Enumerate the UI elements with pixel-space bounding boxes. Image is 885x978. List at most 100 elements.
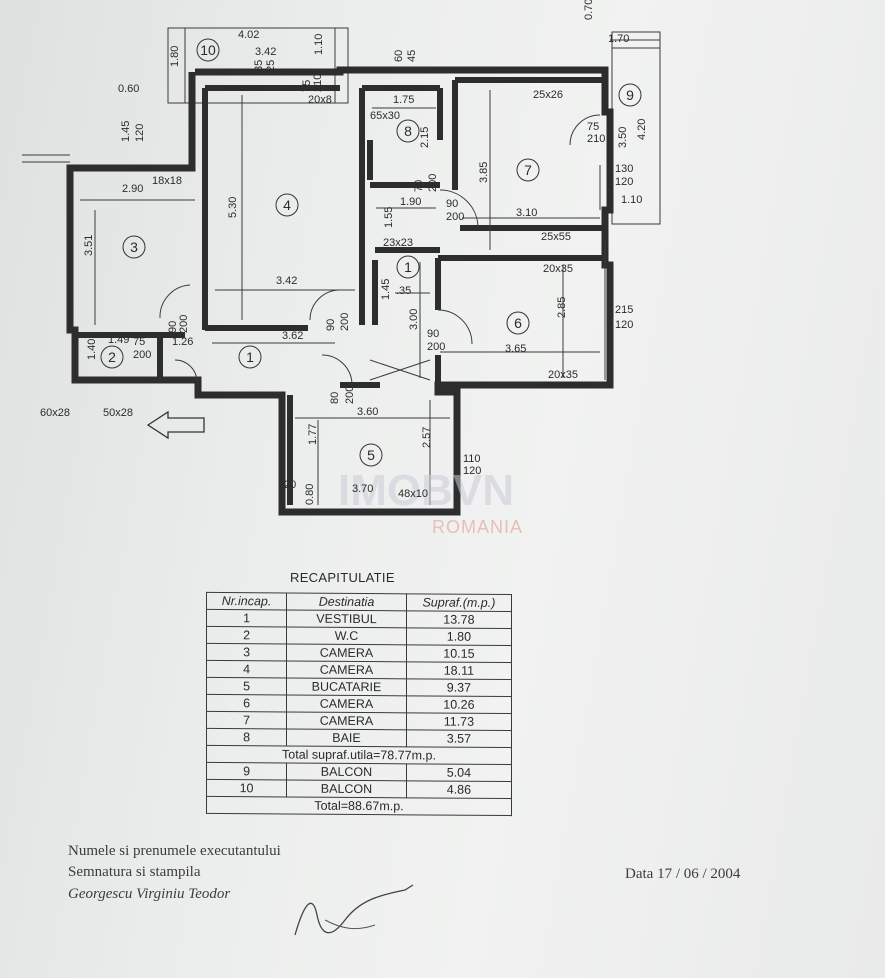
dimension-label: 3.85 — [478, 162, 490, 183]
dimension-label: 1.26 — [172, 336, 193, 348]
room-number-10: 10 — [200, 42, 216, 58]
dimension-label: 3.42 — [255, 46, 276, 58]
table-cell: 8 — [206, 728, 287, 746]
door-swings — [159, 114, 601, 386]
room-circle-11 — [396, 255, 420, 279]
room-number-3: 3 — [130, 239, 138, 255]
dimension-label: 1.10 — [313, 34, 325, 55]
dimension-label: 1.40 — [86, 339, 98, 360]
room-number-6: 6 — [514, 315, 522, 331]
dimension-label: 2.85 — [556, 297, 568, 318]
room-number-11: 1 — [404, 259, 412, 275]
document-date: Data 17 / 06 / 2004 — [625, 866, 741, 882]
table-cell: CAMERA — [286, 711, 407, 730]
dimension-label: 1.49 — [108, 334, 129, 346]
table-cell: 9 — [206, 762, 287, 780]
room-number-2: 2 — [108, 349, 116, 365]
room-number-1: 1 — [246, 349, 254, 365]
dimension-label: 200 — [178, 315, 190, 333]
room-number-8: 8 — [404, 123, 412, 139]
table-cell: 2 — [206, 626, 287, 644]
table-cell: 10.15 — [406, 644, 512, 663]
dimension-label: 4.20 — [636, 119, 648, 140]
dimension-label: 45 — [406, 50, 418, 62]
dimension-label: 50x28 — [103, 407, 133, 419]
table-cell: 5.04 — [406, 763, 512, 782]
dimension-label: 200 — [446, 211, 464, 223]
dimension-label: 3.60 — [357, 406, 378, 418]
dimension-label: 90 — [446, 198, 458, 210]
room-number-9: 9 — [626, 87, 634, 103]
dimension-label: 1.10 — [621, 194, 642, 206]
room-number-4: 4 — [283, 197, 291, 213]
table-cell: 3.57 — [406, 729, 512, 748]
room-circle-10 — [196, 38, 220, 62]
col-header: Destinatia — [286, 592, 407, 611]
room-number-7: 7 — [524, 162, 532, 178]
room-circle-3 — [122, 235, 146, 259]
table-cell: BALCON — [286, 779, 407, 798]
table-cell: 1 — [206, 609, 287, 627]
recap-title: RECAPITULATIE — [290, 570, 395, 585]
table-cell: 11.73 — [406, 712, 512, 731]
dimension-label: 75 — [301, 80, 313, 92]
watermark-logo: IMOBVN — [338, 466, 514, 515]
dimension-lines — [22, 39, 660, 505]
dimension-label: 3.70 — [352, 483, 373, 495]
dimension-label: 90 — [167, 321, 179, 333]
dimension-label: 80 — [329, 392, 341, 404]
dimension-label: 2.57 — [421, 427, 433, 448]
room-circle-8 — [396, 119, 420, 143]
interior-walls — [75, 77, 605, 505]
dimension-label: 0.70 — [583, 0, 595, 20]
dimension-label: 48x10 — [398, 488, 428, 500]
dimension-label: 20x8 — [308, 94, 332, 106]
dimension-label: 20x35 — [548, 369, 578, 381]
room-labels: 1 2 3 45 6 7 8 9 10 1 — [100, 38, 642, 467]
dimension-label: 130 — [615, 163, 633, 175]
table-cell: CAMERA — [286, 660, 407, 679]
dimension-label: 75 — [133, 336, 145, 348]
table-cell: W.C — [286, 626, 407, 645]
dimension-label: 1.45 — [380, 279, 392, 300]
dimension-label: 25x26 — [533, 89, 563, 101]
total-cell: Total supraf.utila=78.77m.p. — [206, 745, 512, 765]
dimension-label: 25 — [265, 60, 277, 72]
dimension-label: 90 — [325, 319, 337, 331]
table-cell: BALCON — [286, 762, 407, 781]
dimension-label: 3.50 — [617, 127, 629, 148]
executant-label: Numele si prenumele executantului — [68, 843, 281, 859]
dimension-label: 1.70 — [608, 33, 629, 45]
dimension-label: 200 — [427, 174, 439, 192]
table-cell: 4 — [206, 660, 287, 678]
dimension-label: 2.15 — [419, 127, 431, 148]
dimension-label: 3.62 — [282, 330, 303, 342]
dimension-label: 4.02 — [238, 29, 259, 41]
table-cell: VESTIBUL — [286, 609, 407, 628]
table-cell: BAIE — [286, 728, 407, 747]
dimension-label: 3.51 — [83, 235, 95, 256]
table-cell: 9.37 — [406, 678, 512, 697]
table-total-row: Total=88.67m.p. — [206, 796, 512, 816]
dimension-label: 35 — [253, 60, 265, 72]
dimension-label: 200 — [133, 349, 151, 361]
dimension-label: 0.60 — [118, 83, 139, 95]
dimension-label: 90 — [427, 328, 439, 340]
table-cell: 6 — [206, 694, 287, 712]
dimension-label: 2.90 — [122, 183, 143, 195]
signature-label: Semnatura si stampila — [68, 864, 201, 880]
handwritten-signature — [294, 884, 414, 936]
dimension-label: 60 — [393, 50, 405, 62]
exterior-wall — [66, 66, 614, 516]
watermark-sub: ROMANIA — [432, 517, 523, 537]
dimension-label: 120 — [615, 319, 633, 331]
